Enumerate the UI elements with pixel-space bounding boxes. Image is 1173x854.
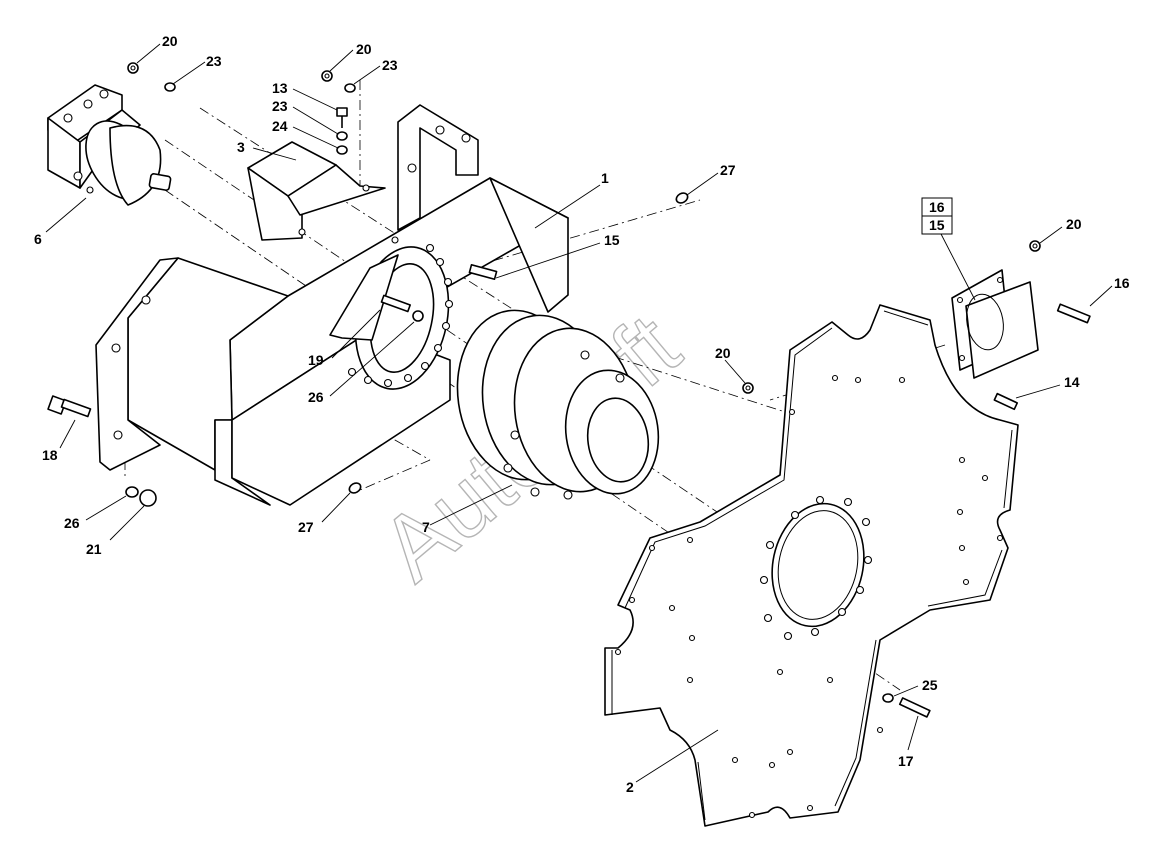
housing-bolt-holes (347, 243, 454, 388)
label-part-3: 3 (237, 139, 245, 155)
label-part-2: 2 (626, 779, 634, 795)
label-part-27: 27 (720, 162, 736, 178)
label-part-25: 25 (922, 677, 938, 693)
boxed-label-part-15: 15 (929, 217, 945, 233)
plate-holes (614, 374, 1004, 819)
label-part-23: 23 (382, 57, 398, 73)
boxed-part-labels: 16 15 (921, 197, 953, 235)
main-housing (95, 104, 569, 506)
fasteners (47, 62, 1091, 718)
label-part-23: 23 (272, 98, 288, 114)
label-part-1: 1 (601, 170, 609, 186)
label-part-19: 19 (308, 352, 324, 368)
label-part-23: 23 (206, 53, 222, 69)
hydraulic-motor (47, 84, 172, 206)
label-part-20: 20 (1066, 216, 1082, 232)
gear-hub (456, 309, 660, 500)
label-part-27: 27 (298, 519, 314, 535)
label-part-16: 16 (1114, 275, 1130, 291)
label-part-26: 26 (308, 389, 324, 405)
label-part-14: 14 (1064, 374, 1080, 390)
label-part-24: 24 (272, 118, 288, 134)
label-part-21: 21 (86, 541, 102, 557)
leader-lines (45, 43, 1113, 783)
label-part-13: 13 (272, 80, 288, 96)
boxed-label-part-16: 16 (929, 199, 945, 215)
mounting-plate (604, 304, 1019, 827)
sensor-box (951, 269, 1039, 379)
label-part-20: 20 (715, 345, 731, 361)
label-part-20: 20 (356, 41, 372, 57)
label-part-20: 20 (162, 33, 178, 49)
label-part-26: 26 (64, 515, 80, 531)
label-part-15: 15 (604, 232, 620, 248)
part-labels: 20 23 20 23 13 23 24 3 1 27 15 20 16 14 … (34, 33, 1130, 795)
label-part-7: 7 (422, 519, 430, 535)
label-part-6: 6 (34, 231, 42, 247)
label-part-17: 17 (898, 753, 914, 769)
cover-plate (247, 141, 386, 241)
label-part-18: 18 (42, 447, 58, 463)
